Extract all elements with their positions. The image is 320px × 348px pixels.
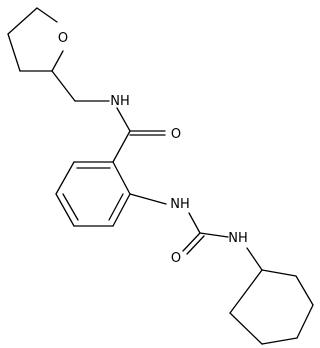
bond	[116, 107, 131, 132]
bond	[229, 269, 263, 314]
bond	[182, 232, 201, 252]
bond	[55, 161, 75, 195]
atom-label-urea-oxygen: O	[171, 251, 181, 266]
bond	[112, 193, 131, 227]
atom-label-amide-nh: NH	[110, 94, 130, 109]
bond	[112, 130, 131, 163]
bond	[199, 232, 229, 238]
urea-group	[129, 193, 263, 271]
bond	[7, 7, 38, 35]
bond	[296, 304, 314, 339]
bond	[229, 312, 263, 345]
amide-group	[112, 107, 166, 163]
bond	[261, 337, 298, 345]
bond	[51, 70, 76, 102]
bond	[112, 161, 131, 195]
atom-label-aryl-nh: NH	[170, 197, 190, 212]
bond	[129, 193, 167, 205]
bond	[51, 50, 64, 72]
bond	[108, 193, 124, 221]
bond	[7, 33, 21, 72]
atom-label-cyclohexyl-nh: NH	[228, 231, 248, 246]
bond	[62, 193, 79, 221]
bond	[295, 275, 314, 306]
cyclohexane-ring	[229, 269, 314, 345]
bond	[36, 7, 58, 23]
bond	[261, 269, 297, 277]
benzene-ring	[55, 161, 131, 227]
atom-label-oxygen-ring: O	[58, 31, 68, 46]
bond	[188, 212, 201, 234]
atom-label-amide-oxygen: O	[171, 127, 181, 142]
bond	[246, 247, 263, 271]
tetrahydrofuran-ring	[7, 7, 64, 72]
methylene-linker	[51, 70, 110, 102]
bond	[55, 193, 75, 227]
bond	[186, 235, 205, 255]
